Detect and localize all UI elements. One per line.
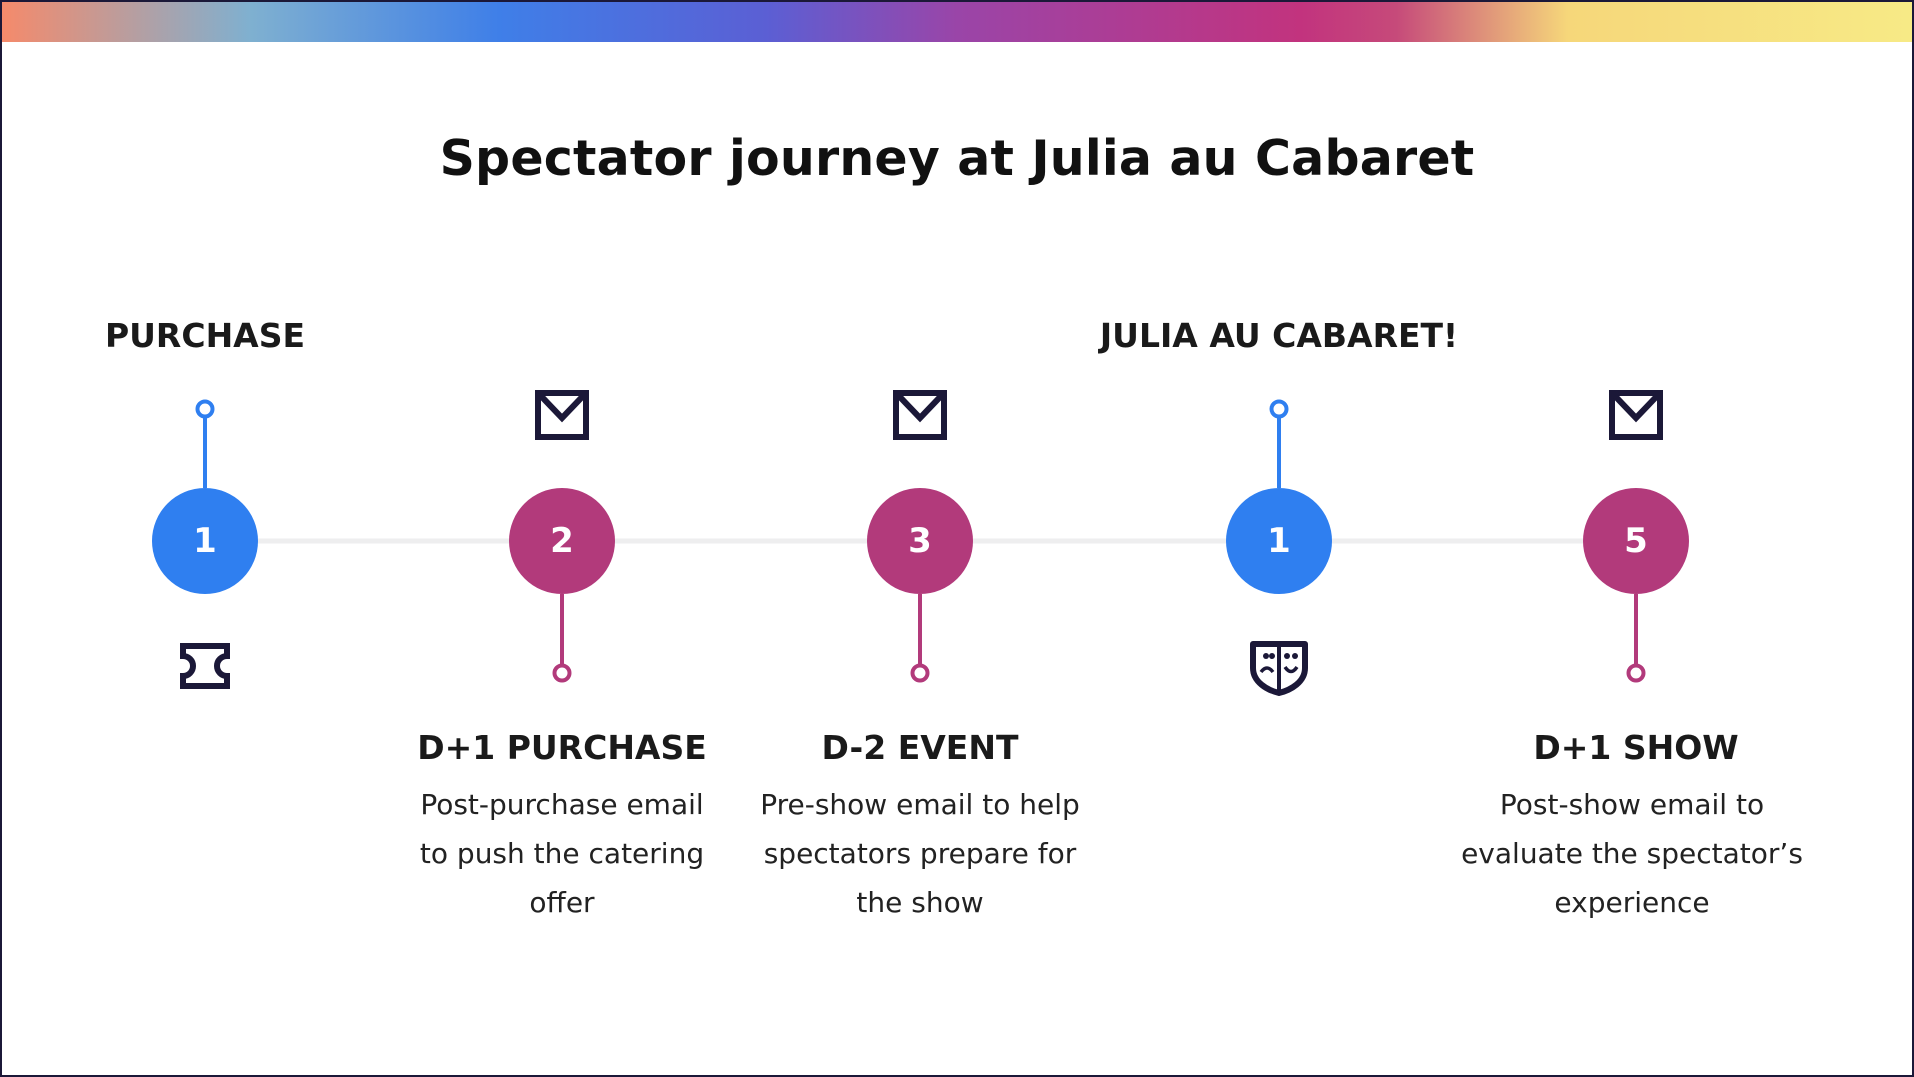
step-2-heading: D+1 PURCHASE [417,728,707,767]
step-3-number: 3 [908,521,932,561]
step-5-description: Post-show email to evaluate the spectato… [1461,788,1803,919]
gradient-header-bar [2,2,1912,42]
step-4-circle [1226,488,1332,594]
step-2-number: 2 [550,521,574,561]
step-2-description: Post-purchase email to push the catering… [419,788,705,919]
step-5-heading: D+1 SHOW [1533,728,1739,767]
theater-masks-icon [1250,641,1308,696]
step-4-connector [1269,399,1289,488]
step-2-circle [509,488,615,594]
milestone-label-show: JULIA AU CABARET! [1099,316,1459,355]
mail-icon [893,390,947,440]
step-5-circle [1583,488,1689,594]
step-5-connector [1626,594,1646,683]
ticket-icon [180,643,230,689]
step-3-circle [867,488,973,594]
step-2-connector [552,594,572,683]
mail-icon [1609,390,1663,440]
step-3-heading: D-2 EVENT [821,728,1019,767]
step-1-circle [152,488,258,594]
page-title: Spectator journey at Julia au Cabaret [439,130,1475,187]
milestone-label-purchase: PURCHASE [104,316,306,355]
step-1-connector [195,399,215,488]
step-5-number: 5 [1624,521,1648,561]
step-3-description: Pre-show email to help spectators prepar… [760,788,1080,919]
step-4-number: 1 [1267,521,1291,561]
mail-icon [535,390,589,440]
step-3-connector [910,594,930,683]
step-1-number: 1 [193,521,217,561]
